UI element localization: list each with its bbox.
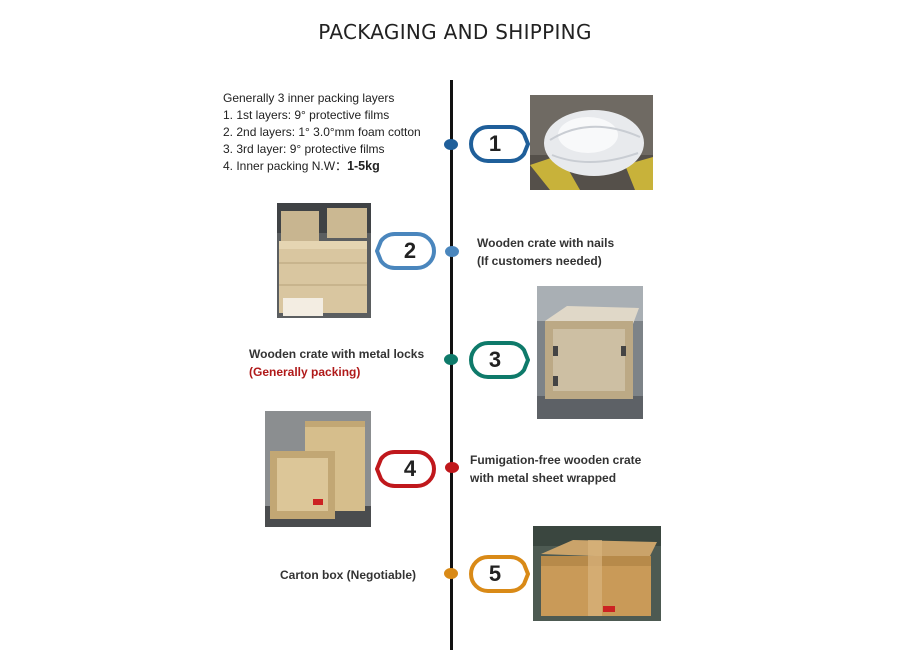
wooden-crate-metal-locks-photo-icon bbox=[537, 286, 643, 419]
step1-list: 1. 1st layers: 9° protective films 2. 2n… bbox=[223, 107, 421, 175]
step4-photo bbox=[265, 411, 371, 527]
wooden-crate-nails-photo-icon bbox=[277, 203, 371, 318]
timeline-line bbox=[450, 80, 453, 650]
step5-text: Carton box (Negotiable) bbox=[280, 566, 416, 584]
badge-arrow-right-icon bbox=[469, 340, 530, 380]
step1-number: 1 bbox=[488, 131, 502, 156]
list-item: 3. 3rd layer: 9° protective films bbox=[223, 142, 385, 156]
fumigation-free-crate-photo-icon bbox=[265, 411, 371, 527]
step4-line1: Fumigation-free wooden crate bbox=[470, 453, 642, 467]
step5-photo bbox=[533, 526, 661, 621]
step2-line1: Wooden crate with nails bbox=[477, 236, 615, 250]
step1-badge: 1 bbox=[468, 124, 530, 164]
page-title: PACKAGING AND SHIPPING bbox=[318, 20, 592, 44]
step1-photo bbox=[530, 95, 653, 190]
step3-text: Wooden crate with metal locks (Generally… bbox=[249, 345, 424, 381]
step2-dot bbox=[445, 246, 459, 257]
step5-badge: 5 bbox=[468, 554, 530, 594]
step2-line2: (If customers needed) bbox=[477, 254, 602, 268]
step5-line1: Carton box (Negotiable) bbox=[280, 568, 417, 582]
weight-value: 1-5kg bbox=[347, 159, 380, 173]
badge-arrow-left-icon bbox=[375, 231, 436, 271]
step4-badge: 4 bbox=[375, 449, 437, 489]
step2-number: 2 bbox=[403, 238, 417, 263]
step1-text: Generally 3 inner packing layers 1. 1st … bbox=[223, 90, 421, 175]
step1-intro: Generally 3 inner packing layers bbox=[223, 91, 395, 105]
step4-number: 4 bbox=[403, 456, 417, 481]
step3-number: 3 bbox=[488, 347, 502, 372]
step4-text: Fumigation-free wooden crate with metal … bbox=[470, 451, 641, 487]
badge-arrow-left-icon bbox=[375, 449, 436, 489]
step5-number: 5 bbox=[488, 561, 502, 586]
step2-text: Wooden crate with nails (If customers ne… bbox=[477, 234, 614, 270]
step2-photo bbox=[277, 203, 371, 318]
step4-line2: with metal sheet wrapped bbox=[470, 471, 617, 485]
carton-box-photo-icon bbox=[533, 526, 661, 621]
step3-photo bbox=[537, 286, 643, 419]
list-item: 2. 2nd layers: 1° 3.0°mm foam cotton bbox=[223, 125, 421, 139]
list-item: 1. 1st layers: 9° protective films bbox=[223, 108, 390, 122]
step3-badge: 3 bbox=[468, 340, 530, 380]
step4-dot bbox=[445, 462, 459, 473]
step3-dot bbox=[444, 354, 458, 365]
step5-dot bbox=[444, 568, 458, 579]
badge-arrow-right-icon bbox=[469, 554, 530, 594]
step3-line2: (Generally packing) bbox=[249, 365, 361, 379]
badge-arrow-right-icon bbox=[469, 124, 530, 164]
wrapped-part-photo-icon bbox=[530, 95, 653, 190]
list-item: 4. Inner packing N.W：1-5kg bbox=[223, 158, 421, 175]
step3-line1: Wooden crate with metal locks bbox=[249, 347, 425, 361]
weight-label: 4. Inner packing N.W： bbox=[223, 159, 348, 173]
step2-badge: 2 bbox=[375, 231, 437, 271]
step1-dot bbox=[444, 139, 458, 150]
